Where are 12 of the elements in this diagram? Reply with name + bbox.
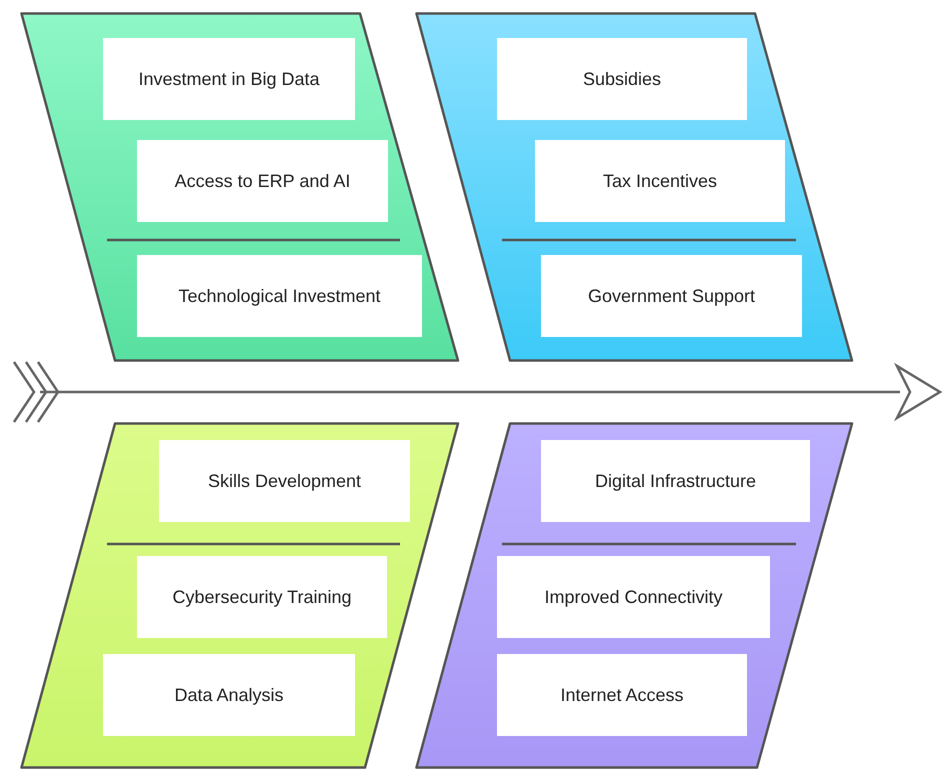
text-box: Technological Investment — [137, 255, 422, 337]
text-box: Improved Connectivity — [497, 556, 770, 638]
text-box: Data Analysis — [103, 654, 355, 736]
text-box: Subsidies — [497, 38, 747, 120]
text-box: Investment in Big Data — [103, 38, 355, 120]
text-box: Digital Infrastructure — [541, 440, 810, 522]
text-box: Access to ERP and AI — [137, 140, 388, 222]
text-box: Tax Incentives — [535, 140, 785, 222]
text-box: Government Support — [541, 255, 802, 337]
text-box: Internet Access — [497, 654, 747, 736]
text-box: Skills Development — [159, 440, 410, 522]
text-box: Cybersecurity Training — [137, 556, 387, 638]
